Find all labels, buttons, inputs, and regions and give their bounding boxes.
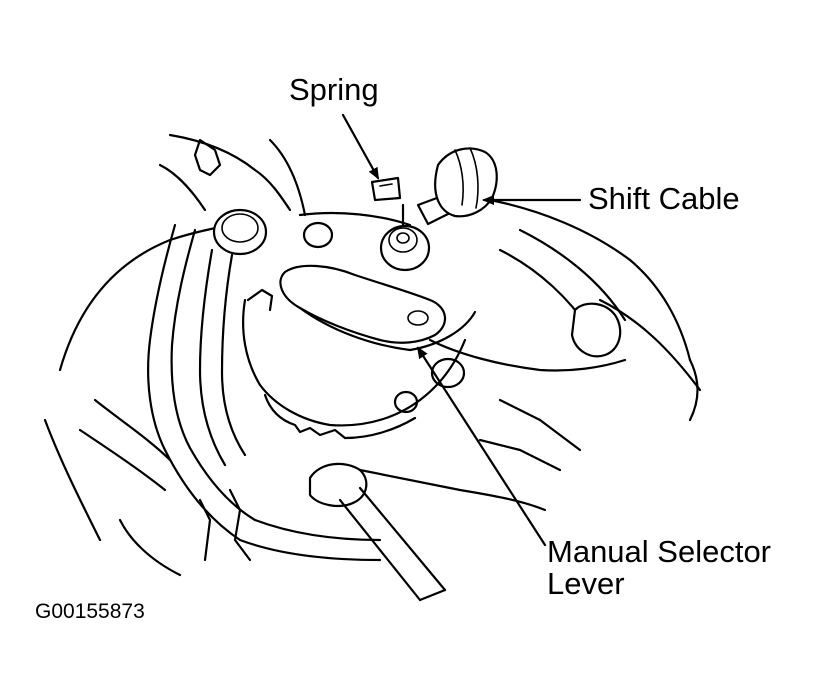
manual-selector-leader [416, 346, 547, 547]
shift-cable-label: Shift Cable [588, 181, 740, 216]
spring-leader [341, 113, 380, 180]
manual-selector-label-line2: Lever [547, 566, 625, 601]
shift-cable-assembly [370, 147, 498, 272]
lower-bracket [118, 302, 622, 602]
callout-leaders [341, 113, 582, 547]
spring-label: Spring [289, 72, 379, 107]
manual-selector-label-line1: Manual Selector [547, 534, 772, 569]
cover-plate [242, 288, 467, 440]
figure-code: G00155873 [35, 600, 145, 623]
fluid-lines [78, 223, 382, 562]
manual-selector-lever [279, 264, 627, 372]
